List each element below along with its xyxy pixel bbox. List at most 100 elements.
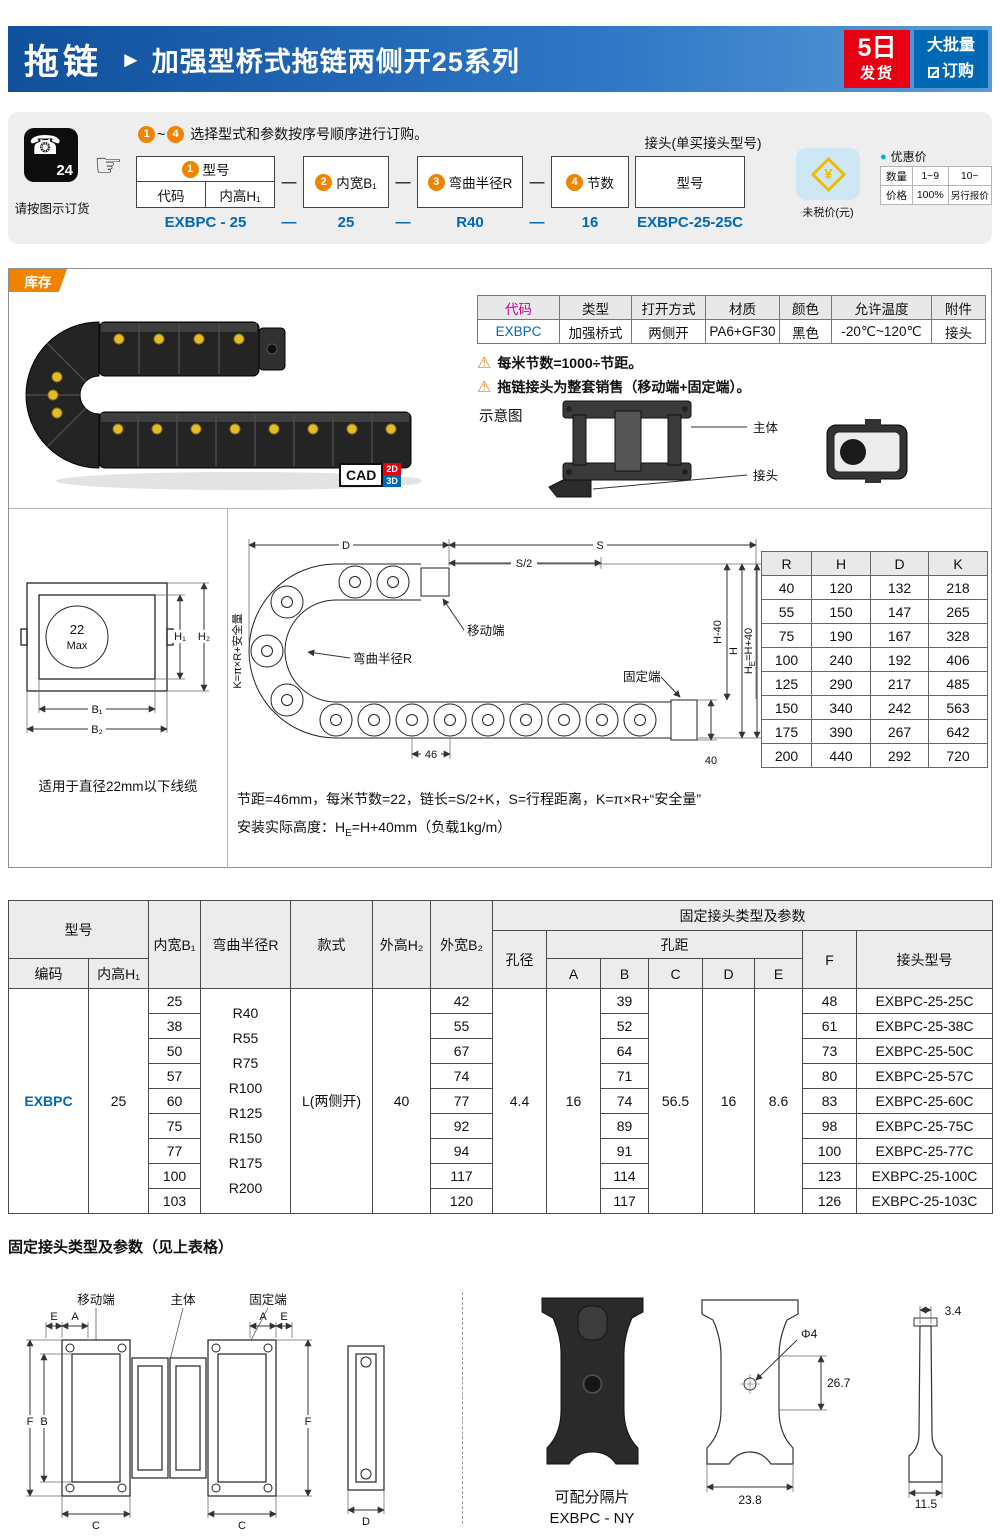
step-number-badge: 3 bbox=[427, 173, 445, 191]
cell: 25 bbox=[148, 988, 201, 1014]
cell: 190 bbox=[811, 623, 871, 648]
bulk-order-badge: 大批量 订购 bbox=[914, 30, 988, 88]
table-row: EXBPC 加强桥式 两侧开 PA6+GF30 黑色 -20℃~120℃ 接头 bbox=[477, 319, 986, 344]
dim-label: E bbox=[280, 1311, 287, 1323]
cell: 132 bbox=[870, 575, 929, 600]
cell: 另行报价 bbox=[947, 185, 993, 205]
cell: 175 bbox=[761, 719, 812, 744]
separator-dash: — bbox=[395, 214, 411, 231]
cell: 75 bbox=[148, 1113, 201, 1139]
formula-note: 节距=46mm，每米节数=22，链长=S/2+K，S=行程距离，K=π×R+“安… bbox=[237, 791, 701, 807]
body-label: 主体 bbox=[170, 1293, 196, 1307]
cell: 125 bbox=[761, 671, 812, 696]
dim-label: D bbox=[342, 540, 350, 552]
instruction-text: 选择型式和参数按序号顺序进行订购。 bbox=[190, 126, 429, 142]
divider bbox=[227, 508, 228, 868]
hdr-outer-width: 外宽B₂ bbox=[430, 900, 493, 989]
hdr-d: D bbox=[702, 958, 755, 989]
discount-label: ● 优惠价 bbox=[880, 150, 927, 164]
separator-dash: — bbox=[395, 174, 411, 191]
cell: 40 bbox=[372, 988, 431, 1214]
example-code: EXBPC - 25 bbox=[164, 214, 247, 231]
price-tier-table: 数量 1~9 10~ 价格 100% 另行报价 bbox=[880, 166, 993, 205]
cell: 16 bbox=[702, 988, 755, 1214]
stock-badge: 库存 bbox=[9, 269, 67, 292]
cell: 39 bbox=[600, 988, 649, 1014]
cell: 100 bbox=[148, 1163, 201, 1189]
hdr: K bbox=[928, 551, 988, 576]
cell: 217 bbox=[870, 671, 929, 696]
cell: EXBPC-25-38C bbox=[856, 1013, 993, 1039]
cell: 292 bbox=[870, 743, 929, 768]
joint-order-title: 接头(单买接头型号) bbox=[644, 136, 762, 151]
step-number-badge: 4 bbox=[167, 125, 185, 143]
product-photo bbox=[25, 321, 421, 490]
cell: 167 bbox=[870, 623, 929, 648]
cell: EXBPC-25-25C bbox=[856, 988, 993, 1014]
cell: 218 bbox=[928, 575, 988, 600]
dim-label: F bbox=[27, 1416, 34, 1428]
cell: 57 bbox=[148, 1063, 201, 1089]
dim-label: C bbox=[92, 1520, 100, 1532]
order-label: 订购 bbox=[941, 63, 974, 80]
cell: 黑色 bbox=[779, 319, 832, 344]
example-radius: R40 bbox=[456, 214, 484, 231]
cell: L(两侧开) bbox=[290, 988, 373, 1214]
cable-caption: 适用于直径22mm以下线缆 bbox=[38, 779, 198, 794]
step4-box: 4 节数 bbox=[551, 156, 629, 208]
cell: 38 bbox=[148, 1013, 201, 1039]
table-row: R H D K bbox=[761, 551, 988, 576]
cell: 94 bbox=[430, 1138, 493, 1164]
cell: 61 bbox=[802, 1013, 857, 1039]
cell: 67 bbox=[430, 1038, 493, 1064]
cell: 40 bbox=[761, 575, 812, 600]
hdr-fixed-joint: 固定接头类型及参数 bbox=[492, 900, 993, 931]
cell: 103 bbox=[148, 1188, 201, 1214]
hdr-hole-dia: 孔径 bbox=[492, 930, 547, 989]
cell: 48 bbox=[802, 988, 857, 1014]
cell: 8.6 bbox=[754, 988, 803, 1214]
table-row: 型号 内宽B₁ 弯曲半径R 款式 外高H₂ 外宽B₂ 固定接头类型及参数 bbox=[8, 900, 993, 989]
cad-badge[interactable]: CAD 2D 3D bbox=[339, 463, 401, 487]
cell: 71 bbox=[600, 1063, 649, 1089]
warning-note: ⚠ 拖链接头为整套销售（移动端+固定端）。 bbox=[477, 379, 751, 396]
step-number-badge: 1 bbox=[181, 160, 199, 178]
dim-label: 46 bbox=[425, 749, 437, 761]
hdr: 允许温度 bbox=[831, 295, 932, 320]
cell: 64 bbox=[600, 1038, 649, 1064]
dim-label: 22 bbox=[70, 622, 84, 637]
dim-label: A bbox=[71, 1311, 79, 1323]
dim-label: A bbox=[259, 1311, 267, 1323]
cell: 42 bbox=[430, 988, 493, 1014]
separator-dash: — bbox=[529, 174, 545, 191]
phone-caption: 请按图示订货 bbox=[14, 202, 90, 216]
cell: 150 bbox=[811, 599, 871, 624]
connector-outline-drawing: Φ4 26.7 23.8 bbox=[701, 1299, 851, 1507]
cell: 440 bbox=[811, 743, 871, 768]
dim-label: K=π×R+安全量 bbox=[231, 613, 244, 688]
page-header: 拖链 ► 加强型桥式拖链两侧开25系列 5日 发货 大批量 订购 bbox=[8, 26, 992, 92]
step-number-badge: 4 bbox=[566, 173, 583, 191]
dim-label: H-40 bbox=[712, 620, 724, 644]
cell: 75 bbox=[761, 623, 812, 648]
yen-icon: ¥ bbox=[810, 156, 846, 192]
step1-header: 1 型号 bbox=[136, 156, 275, 182]
hdr-joint-model: 接头型号 bbox=[856, 930, 993, 989]
cell: 92 bbox=[430, 1113, 493, 1139]
cell: 642 bbox=[928, 719, 988, 744]
hdr-model: 型号 bbox=[8, 900, 149, 959]
table-row: 代码 类型 打开方式 材质 颜色 允许温度 附件 bbox=[477, 295, 986, 320]
footer-title: 固定接头类型及参数（见上表格） bbox=[8, 1239, 234, 1256]
hdr: 附件 bbox=[931, 295, 986, 320]
hdr-b: B bbox=[600, 958, 649, 989]
cell: EXBPC-25-50C bbox=[856, 1038, 993, 1064]
cell: 100% bbox=[911, 185, 949, 205]
